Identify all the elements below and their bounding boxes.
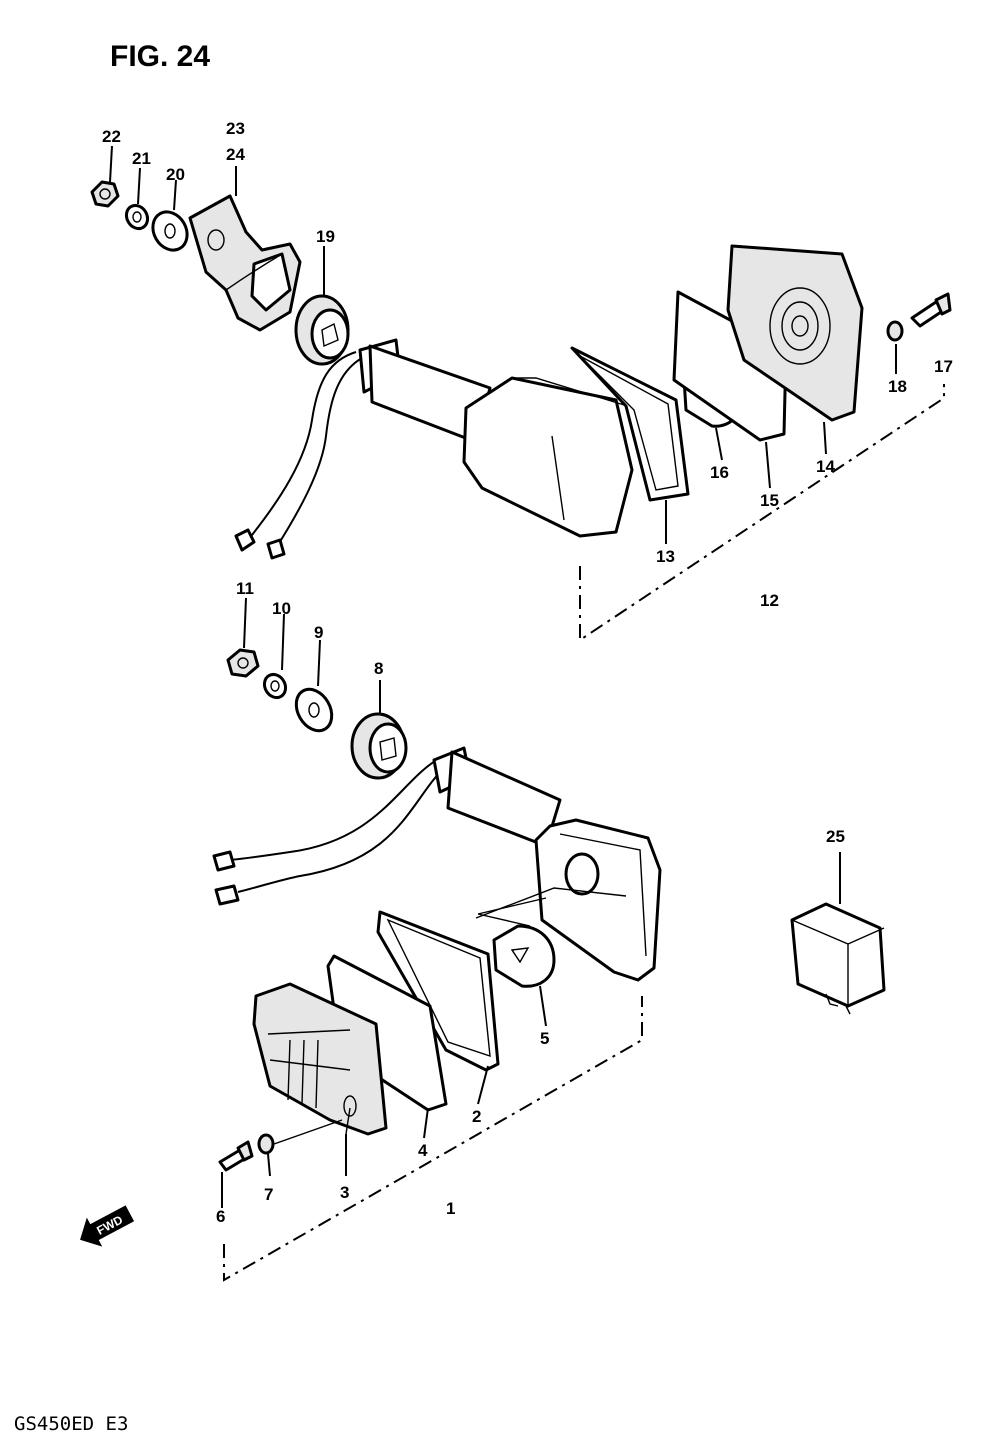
callout-2: 2 [472,1107,481,1126]
lens-part-3[interactable] [252,982,388,1136]
callout-9: 9 [314,623,323,642]
wire-harness-upper [234,351,363,560]
callout-20: 20 [166,165,185,184]
washer-part-18[interactable] [886,320,904,342]
callout-17: 17 [934,357,953,376]
grommet-part-19[interactable] [294,294,350,366]
callout-15: 15 [760,491,779,510]
model-code: GS450ED E3 [14,1413,128,1435]
nut-part-22[interactable] [90,180,120,208]
nut-part-11[interactable] [226,648,260,678]
leader-lines [109,145,897,1208]
washer-part-20[interactable] [146,206,194,257]
lamp-housing-upper[interactable] [358,338,635,538]
screw-part-6[interactable] [218,1140,254,1172]
lens-part-14[interactable] [726,244,864,422]
callout-1: 1 [446,1199,455,1218]
washer-part-9[interactable] [289,683,339,737]
callout-12: 12 [760,591,779,610]
bulb-pointer [477,897,547,927]
callout-labels: 22 21 20 23 24 19 13 16 15 14 12 18 17 1… [102,119,953,1226]
screw-part-17[interactable] [910,292,952,328]
callout-3: 3 [340,1183,349,1202]
lock-washer-part-21[interactable] [122,202,151,233]
callout-4: 4 [418,1141,428,1160]
callout-18: 18 [888,377,907,396]
lower-turn-signal-assembly [212,648,662,1282]
callout-8: 8 [374,659,383,678]
lamp-housing-lower[interactable] [432,746,662,982]
washer-part-7[interactable] [257,1133,275,1155]
figure-title: FIG. 24 [110,40,210,73]
callout-23: 23 [226,119,245,138]
assembly-bracket-12 [579,384,945,642]
callout-25: 25 [826,827,845,846]
callout-6: 6 [216,1207,225,1226]
callout-13: 13 [656,547,675,566]
wire-harness-lower [212,757,447,906]
callout-5: 5 [540,1029,549,1048]
callout-10: 10 [272,599,291,618]
gasket-part-13[interactable] [570,346,690,502]
bulb-part-5[interactable] [492,924,556,988]
callout-24: 24 [226,145,245,164]
callout-16: 16 [710,463,729,482]
lock-washer-part-10[interactable] [260,671,289,702]
upper-turn-signal-assembly [90,180,952,642]
callout-7: 7 [264,1185,273,1204]
forward-arrow-icon: FWD [80,1205,135,1247]
grommet-part-8[interactable] [350,712,408,780]
callout-22: 22 [102,127,121,146]
relay-part-25[interactable] [790,902,886,1015]
callout-14: 14 [816,457,835,476]
callout-11: 11 [236,579,254,598]
callout-19: 19 [316,227,335,246]
callout-21: 21 [132,149,151,168]
bracket-part-23-24[interactable] [188,194,302,332]
